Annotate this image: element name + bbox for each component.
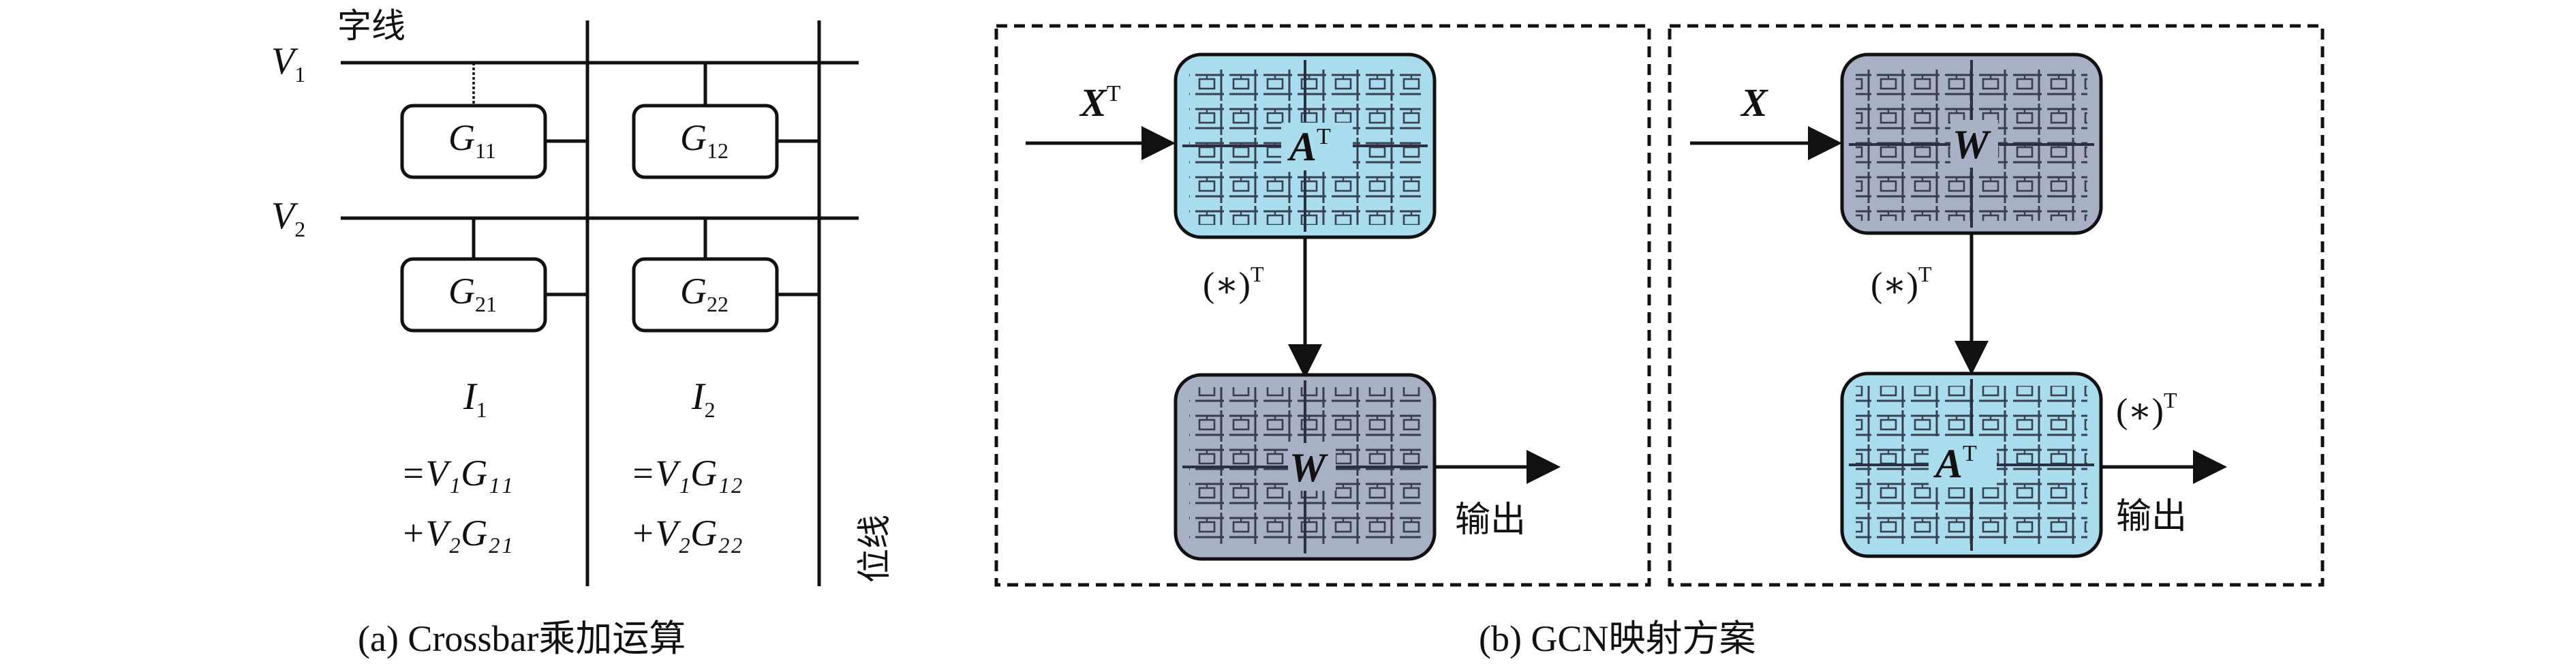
- current-i2: I2: [691, 376, 716, 422]
- left-top-crossbar-block: AT: [1174, 52, 1437, 239]
- right-output-transpose-label: (∗)T: [2116, 388, 2177, 431]
- left-input-label: XT: [1079, 80, 1121, 125]
- svg-text:W: W: [1289, 445, 1328, 490]
- equation-i1-line1: =V₁G₁₁: [401, 453, 513, 494]
- caption-b: (b) GCN映射方案: [1479, 618, 1755, 659]
- current-i1: I1: [463, 376, 487, 422]
- equation-i1-line2: +V₂G₂₁: [401, 513, 513, 553]
- equation-i2-line2: +V₂G₂₂: [630, 513, 743, 553]
- v1-label: V1: [271, 40, 305, 87]
- bit-line-label: 位线: [855, 515, 894, 583]
- svg-text:G21: G21: [448, 271, 497, 316]
- svg-text:G12: G12: [680, 117, 729, 163]
- left-output-label: 输出: [1455, 500, 1526, 541]
- v2-label: V2: [271, 195, 305, 241]
- left-mapping-panel: [994, 24, 1651, 587]
- equation-i2-line1: =V₁G₁₂: [630, 453, 743, 494]
- right-input-label: X: [1740, 80, 1768, 125]
- left-transpose-label: (∗)T: [1203, 262, 1264, 305]
- svg-text:G11: G11: [448, 117, 496, 163]
- right-transpose-label: (∗)T: [1871, 262, 1932, 305]
- caption-a: (a) Crossbar乘加运算: [358, 618, 686, 659]
- svg-text:AT: AT: [1287, 124, 1331, 169]
- right-mapping-panel: [1668, 24, 2325, 587]
- right-output-label: 输出: [2116, 496, 2187, 537]
- gcn-mapping-diagram: XT AT (∗)T W 输出 X: [994, 24, 2325, 659]
- svg-text:AT: AT: [1933, 441, 1977, 486]
- left-bottom-crossbar-block: W: [1174, 373, 1437, 561]
- svg-text:G22: G22: [680, 271, 729, 316]
- svg-text:W: W: [1952, 122, 1991, 167]
- crossbar-diagram: 字线 V1 V2 G11 G12 G21 G22 I1 I2: [271, 6, 894, 659]
- right-bottom-crossbar-block: AT: [1840, 371, 2103, 558]
- right-top-crossbar-block: W: [1840, 52, 2103, 235]
- word-line-label: 字线: [337, 6, 405, 46]
